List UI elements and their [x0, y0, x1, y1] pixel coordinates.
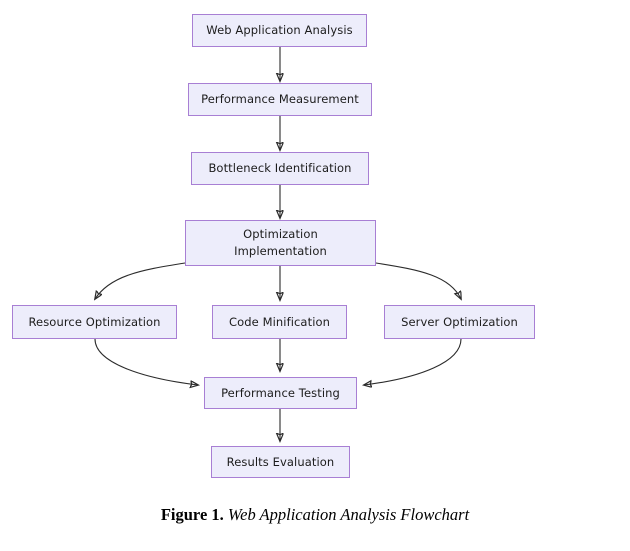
node-label: Bottleneck Identification: [208, 161, 352, 176]
node-optimization-implementation[interactable]: Optimization Implementation: [185, 220, 376, 266]
node-server-optimization[interactable]: Server Optimization: [384, 305, 535, 339]
figure-caption-label: Figure 1.: [160, 505, 224, 524]
node-bottleneck-identification[interactable]: Bottleneck Identification: [191, 152, 369, 185]
edge-optimization-to-server: [375, 262, 461, 299]
node-label: Code Minification: [228, 314, 331, 329]
node-code-minification[interactable]: Code Minification: [212, 305, 347, 339]
flowchart-canvas: Web Application Analysis Performance Mea…: [12, 14, 535, 478]
node-label: Web Application Analysis: [206, 23, 353, 38]
edge-resource-to-testing: [94, 338, 198, 385]
figure-caption-title: Web Application Analysis Flowchart: [227, 505, 470, 524]
node-label: Resource Optimization: [28, 314, 161, 329]
node-resource-optimization[interactable]: Resource Optimization: [12, 305, 177, 339]
node-label: Performance Measurement: [201, 92, 359, 107]
node-label: Results Evaluation: [226, 454, 335, 469]
edge-optimization-to-resource: [95, 262, 186, 299]
node-performance-testing[interactable]: Performance Testing: [204, 377, 357, 409]
node-web-application-analysis[interactable]: Web Application Analysis: [192, 14, 367, 47]
node-label: Server Optimization: [401, 314, 518, 329]
node-performance-measurement[interactable]: Performance Measurement: [188, 83, 372, 116]
node-label: Performance Testing: [221, 385, 340, 400]
node-results-evaluation[interactable]: Results Evaluation: [211, 446, 350, 478]
edge-server-to-testing: [364, 338, 462, 385]
figure-caption: Figure 1. Web Application Analysis Flowc…: [0, 505, 630, 525]
node-label: Optimization Implementation: [234, 227, 327, 258]
